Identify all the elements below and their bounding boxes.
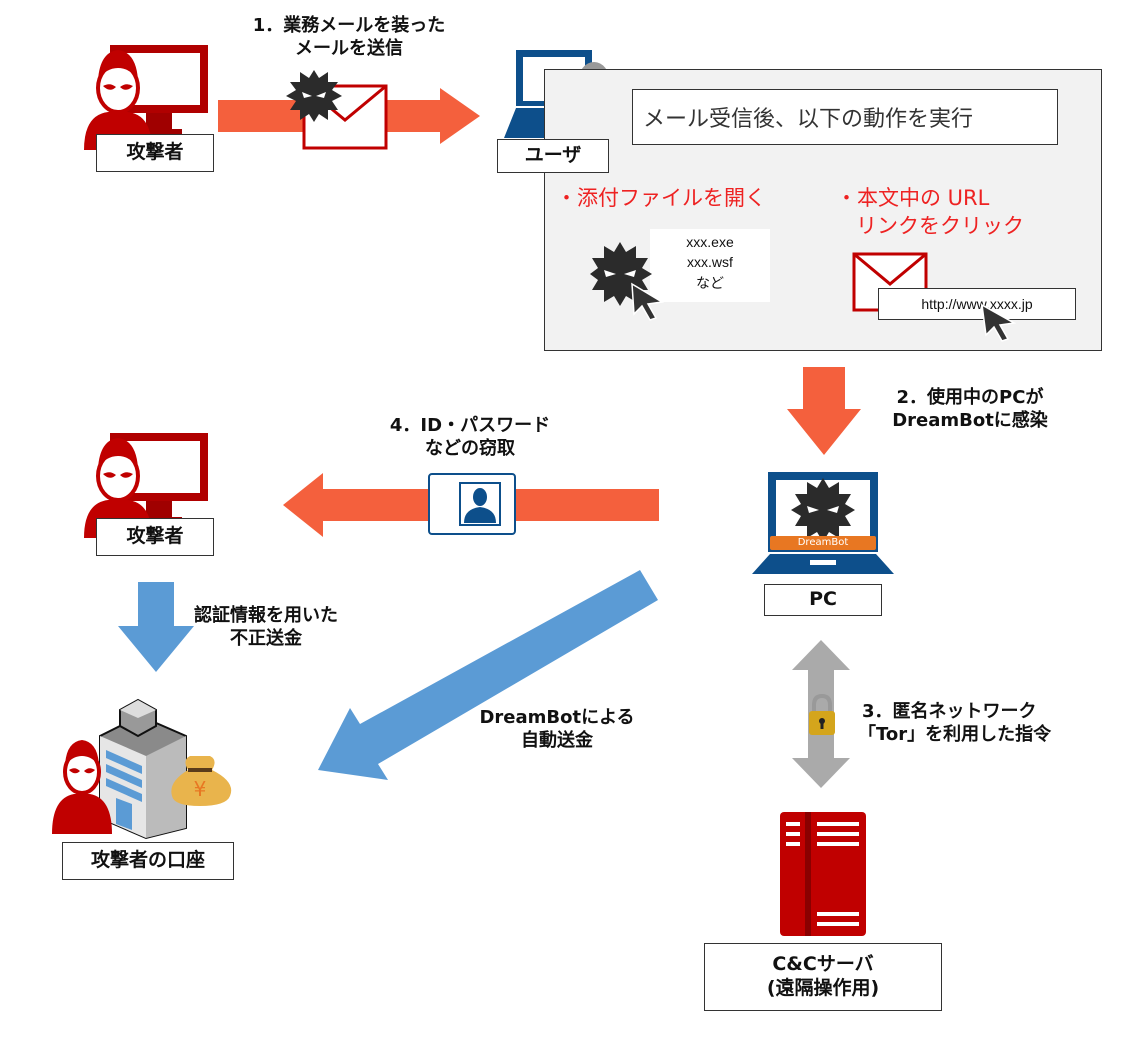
auto-transfer-line1: DreamBotによる: [479, 707, 635, 728]
dreambot-badge: DreamBot: [797, 537, 849, 548]
svg-text:¥: ¥: [194, 777, 207, 801]
attacker-top-icon: [84, 45, 208, 150]
step1-line1: 1．業務メールを装った: [252, 15, 446, 36]
file-etc: など: [696, 274, 724, 291]
step4-caption: 4．ID・パスワード などの窃取: [360, 414, 580, 461]
cc-server-line2: (遠隔操作用): [766, 977, 880, 999]
virus-icon: [286, 70, 342, 122]
fraud-transfer-line1: 認証情報を用いた: [194, 605, 338, 626]
step3-caption: 3．匿名ネットワーク 「Tor」を利用した指令: [858, 700, 1051, 747]
auto-transfer-line2: 自動送金: [521, 730, 593, 752]
step3-line2: 「Tor」を利用した指令: [858, 724, 1052, 746]
attacker-account-label: 攻撃者の口座: [62, 842, 234, 880]
cc-server-label: C&Cサーバ (遠隔操作用): [704, 943, 942, 1011]
pc-label: PC: [764, 584, 882, 616]
cursor-icon: [981, 303, 1017, 342]
bank-account-icon: ¥: [52, 698, 232, 840]
arrow-user-to-pc: [787, 367, 861, 455]
money-bag-icon: ¥: [171, 756, 232, 806]
step2-line1: 2．使用中のPCが: [896, 387, 1044, 408]
arrow-attacker-to-account: [118, 582, 194, 672]
lock-icon: [809, 693, 835, 735]
credential-card-icon: [428, 473, 516, 535]
attachment-file-list: xxx.exe xxx.wsf など: [650, 229, 770, 302]
attacker-mid-label: 攻撃者: [96, 518, 214, 556]
action-click-url-line2: リンクをクリック: [856, 214, 1024, 239]
fraud-transfer-line2: 不正送金: [230, 628, 302, 650]
infected-laptop-icon: [752, 472, 894, 574]
step3-line1: 3．匿名ネットワーク: [862, 701, 1037, 722]
step2-line2: DreamBotに感染: [892, 410, 1048, 432]
file-exe: xxx.exe: [686, 234, 734, 250]
action-open-attachment: ・添付ファイルを開く: [556, 186, 766, 210]
url-text: http://www.xxxx.jp: [921, 296, 1033, 312]
step1-caption: 1．業務メールを装った メールを送信: [224, 14, 474, 61]
step1-line2: メールを送信: [295, 38, 403, 60]
virus-attachment-icon: [590, 242, 665, 321]
arrow-pc-to-account: [318, 570, 658, 780]
panel-header-text: メール受信後、以下の動作を実行: [643, 107, 974, 132]
virus-icon: [791, 478, 855, 542]
malicious-mail-icon: [286, 70, 388, 150]
url-link-box: http://www.xxxx.jp: [878, 288, 1076, 320]
step4-line2: などの窃取: [425, 438, 515, 460]
auto-transfer-caption: DreamBotによる 自動送金: [462, 706, 652, 753]
panel-header: メール受信後、以下の動作を実行: [632, 89, 1058, 145]
step4-line1: 4．ID・パスワード: [389, 415, 551, 436]
file-wsf: xxx.wsf: [687, 254, 733, 271]
step2-caption: 2．使用中のPCが DreamBotに感染: [880, 386, 1060, 433]
user-label: ユーザ: [497, 139, 609, 173]
attacker-top-label: 攻撃者: [96, 134, 214, 172]
action-click-url: ・本文中の URL リンクをクリック: [836, 184, 1024, 241]
cursor-icon: [631, 282, 665, 321]
server-icon: [780, 812, 866, 936]
action-click-url-line1: ・本文中の URL: [836, 186, 990, 210]
cc-server-line1: C&Cサーバ: [772, 953, 874, 976]
fraud-transfer-caption: 認証情報を用いた 不正送金: [176, 604, 356, 651]
